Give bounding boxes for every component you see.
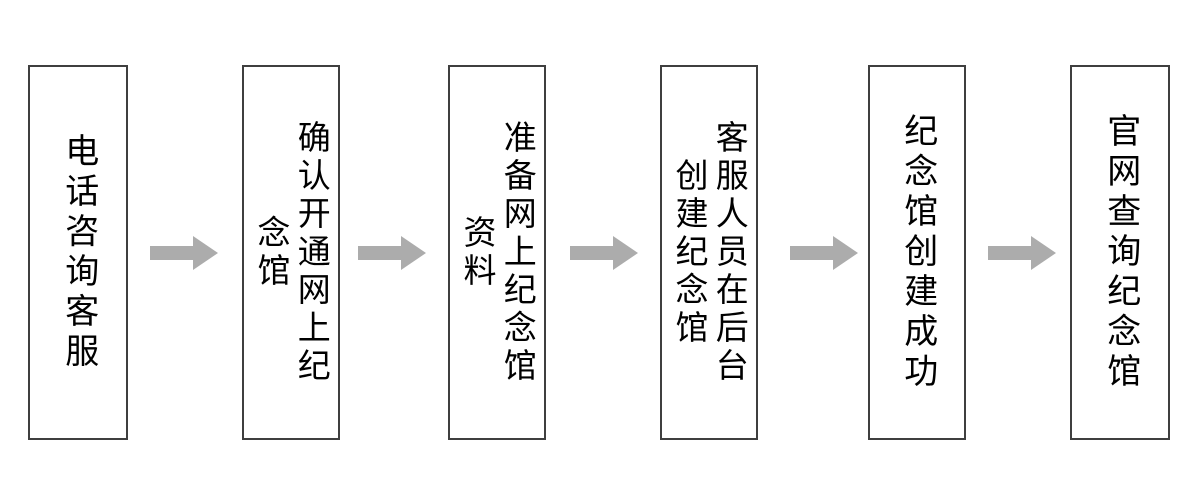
flow-node-5[interactable]: 纪念馆创建成功 xyxy=(868,65,966,440)
flow-node-2-label: 确认开通网上纪念馆 xyxy=(252,119,332,386)
flow-arrow-2 xyxy=(358,236,426,270)
flow-node-5-label: 纪念馆创建成功 xyxy=(897,112,938,393)
flow-node-6-label: 官网查询纪念馆 xyxy=(1100,112,1141,393)
flow-node-4[interactable]: 客服人员在后台创建纪念馆 xyxy=(660,65,758,440)
flow-arrow-3 xyxy=(570,236,638,270)
flow-node-4-label: 客服人员在后台创建纪念馆 xyxy=(670,119,750,386)
flow-arrow-1 xyxy=(150,236,218,270)
flow-node-3-label: 准备网上纪念馆资料 xyxy=(458,119,538,386)
flow-node-2[interactable]: 确认开通网上纪念馆 xyxy=(242,65,340,440)
flow-node-1[interactable]: 电话咨询客服 xyxy=(28,65,128,440)
flow-node-1-label: 电话咨询客服 xyxy=(58,132,99,373)
flow-arrow-4 xyxy=(790,236,858,270)
flow-node-6[interactable]: 官网查询纪念馆 xyxy=(1070,65,1170,440)
flow-node-3[interactable]: 准备网上纪念馆资料 xyxy=(448,65,546,440)
flow-arrow-5 xyxy=(988,236,1056,270)
